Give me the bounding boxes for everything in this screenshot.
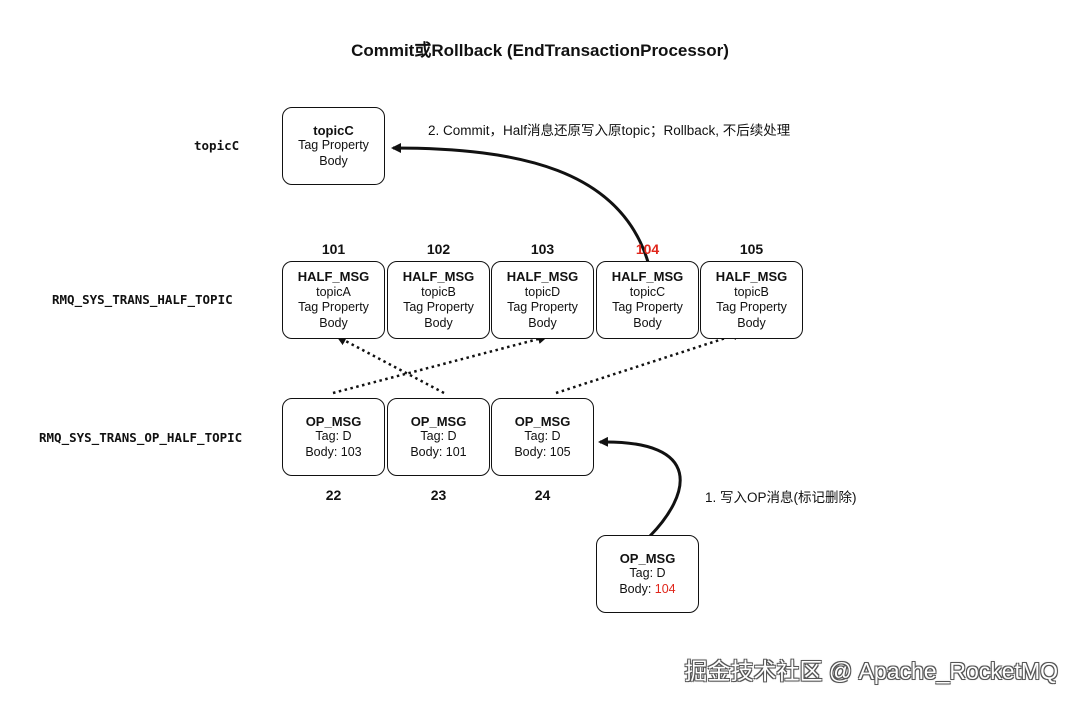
op-msg-body: Body: 105 <box>514 444 571 459</box>
half-msg-box-103: HALF_MSG topicD Tag Property Body <box>491 261 594 339</box>
new-op-msg-type: OP_MSG <box>619 550 676 566</box>
new-op-msg-tag: Tag: D <box>629 566 666 581</box>
half-msg-topic: topicB <box>734 284 769 299</box>
half-msg-type: HALF_MSG <box>611 269 684 284</box>
half-offset-104-highlighted: 104 <box>635 241 660 257</box>
half-msg-topic: topicD <box>524 284 561 299</box>
op22-to-half103-dotted-arrow <box>332 334 548 395</box>
watermark: 掘金技术社区 @ Apache_RocketMQ <box>684 658 1058 684</box>
half-offset-101: 101 <box>321 241 346 257</box>
half-msg-type: HALF_MSG <box>715 269 788 284</box>
label-topic-c: topicC <box>194 138 240 153</box>
note-step-2-commit: 2. Commit，Half消息还原写入原topic；Rollback, 不后续… <box>428 123 791 138</box>
half-msg-type: HALF_MSG <box>402 269 475 284</box>
op-msg-type: OP_MSG <box>514 413 571 429</box>
half-msg-body: Body <box>424 315 453 330</box>
op-msg-box-22: OP_MSG Tag: D Body: 103 <box>282 398 385 476</box>
half-msg-topic: topicC <box>629 284 666 299</box>
op-msg-type: OP_MSG <box>410 413 467 429</box>
op-offset-22: 22 <box>325 487 342 503</box>
half-msg-topic: topicA <box>316 284 351 299</box>
half-msg-tag-property: Tag Property <box>716 300 787 314</box>
op-msg-tag: Tag: D <box>420 429 457 444</box>
half-msg-type: HALF_MSG <box>506 269 579 284</box>
half-msg-type: HALF_MSG <box>297 269 370 284</box>
op24-to-half105-dotted-arrow <box>555 330 743 395</box>
half-msg-topic: topicB <box>421 284 456 299</box>
half-msg-body: Body <box>319 315 348 330</box>
half-msg-body: Body <box>737 315 766 330</box>
new-op-msg-body-prefix: Body: <box>619 581 655 596</box>
half-offset-102: 102 <box>426 241 451 257</box>
half-msg-tag-property: Tag Property <box>403 300 474 314</box>
new-op-msg-body: Body: 104 <box>619 582 675 598</box>
half-msg-tag-property: Tag Property <box>612 300 683 314</box>
half-offset-103: 103 <box>530 241 555 257</box>
half-msg-box-104: HALF_MSG topicC Tag Property Body <box>596 261 699 339</box>
half-offset-105: 105 <box>739 241 764 257</box>
topic-c-box-body: Body <box>319 153 348 168</box>
diagram-title: Commit或Rollback (EndTransactionProcessor… <box>351 41 729 60</box>
label-op-half-topic: RMQ_SYS_TRANS_OP_HALF_TOPIC <box>39 430 243 445</box>
half-msg-body: Body <box>633 315 662 330</box>
op-msg-box-23: OP_MSG Tag: D Body: 101 <box>387 398 490 476</box>
op-msg-box-24: OP_MSG Tag: D Body: 105 <box>491 398 594 476</box>
topic-c-box-tag-property: Tag Property <box>298 138 369 153</box>
new-op-msg-body-value: 104 <box>654 581 676 596</box>
op-msg-type: OP_MSG <box>305 413 362 429</box>
topic-c-message-box: topicC Tag Property Body <box>282 107 385 185</box>
label-half-topic: RMQ_SYS_TRANS_HALF_TOPIC <box>52 292 233 307</box>
op23-to-half101-dotted-arrow <box>336 335 445 395</box>
op-msg-tag: Tag: D <box>315 429 352 444</box>
half-msg-body: Body <box>528 315 557 330</box>
new-op-msg-box: OP_MSG Tag: D Body: 104 <box>596 535 699 613</box>
half-msg-box-105: HALF_MSG topicB Tag Property Body <box>700 261 803 339</box>
half-msg-box-101: HALF_MSG topicA Tag Property Body <box>282 261 385 339</box>
op-msg-tag: Tag: D <box>524 429 561 444</box>
topic-c-box-title: topicC <box>313 122 354 138</box>
half-msg-tag-property: Tag Property <box>298 300 369 314</box>
op-offset-23: 23 <box>430 487 447 503</box>
half-msg-box-102: HALF_MSG topicB Tag Property Body <box>387 261 490 339</box>
write-op-arrow <box>598 436 682 538</box>
op-msg-body: Body: 101 <box>410 444 467 459</box>
op-offset-24: 24 <box>534 487 551 503</box>
commit-arrow <box>391 143 650 263</box>
half-msg-tag-property: Tag Property <box>507 300 578 314</box>
op-msg-body: Body: 103 <box>305 444 362 459</box>
note-step-1-write-op: 1. 写入OP消息(标记删除) <box>705 490 857 505</box>
